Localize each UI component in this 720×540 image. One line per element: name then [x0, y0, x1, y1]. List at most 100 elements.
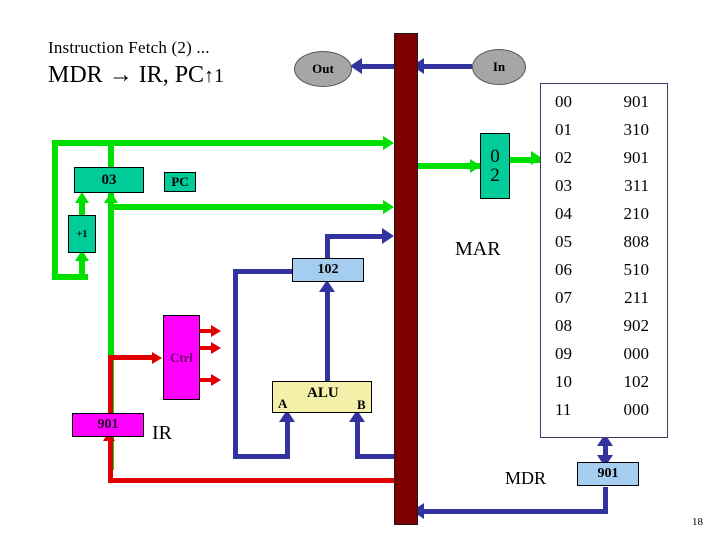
- instruction-register-value[interactable]: 901: [72, 413, 144, 437]
- red-wire-ctrl-out-3: [200, 378, 214, 382]
- memory-row[interactable]: 06 510: [541, 256, 667, 284]
- memory-address-cell: 05: [555, 232, 572, 251]
- input-port[interactable]: In: [472, 49, 526, 85]
- memory-address-cell: 07: [555, 288, 572, 307]
- up-arrow-increment-icon: ↑1: [204, 65, 225, 87]
- memory-row[interactable]: 10 102: [541, 368, 667, 396]
- accumulator-register[interactable]: 102: [292, 258, 364, 282]
- memory-address-cell: 04: [555, 204, 572, 223]
- right-arrow-icon: →: [108, 62, 133, 88]
- blue-wire-acc-to-bus: [325, 234, 390, 239]
- instruction-register-label: IR: [152, 422, 172, 444]
- memory-address-cell: 06: [555, 260, 572, 279]
- memory-address-cell: 08: [555, 316, 572, 335]
- blue-wire-mdr-down: [603, 487, 608, 514]
- program-counter-label: PC: [164, 172, 196, 192]
- memory-row[interactable]: 08 902: [541, 312, 667, 340]
- control-unit[interactable]: Ctrl: [163, 315, 200, 400]
- red-arrow-ctrl-out-3: [211, 374, 221, 386]
- green-arrow-into-pc-left: [75, 192, 89, 203]
- program-counter-value[interactable]: 03: [74, 167, 144, 193]
- mdr-register-value[interactable]: 901: [577, 462, 639, 486]
- blue-arrow-acc-into-bus: [382, 228, 394, 244]
- green-wire-bus-to-mar: [418, 163, 480, 169]
- memory-row[interactable]: 01 310: [541, 116, 667, 144]
- mar-digit-high: 0: [490, 146, 500, 167]
- red-arrow-ctrl-out-1: [211, 325, 221, 337]
- blue-arrow-into-accumulator: [319, 280, 335, 292]
- blue-wire-to-alu-a-rail: [233, 454, 290, 459]
- page-number: 18: [692, 516, 703, 528]
- mar-register[interactable]: 0 2: [480, 133, 510, 199]
- blue-arrow-into-out: [350, 58, 362, 74]
- alu-unit[interactable]: A ALU B: [272, 381, 372, 413]
- memory-row[interactable]: 09 000: [541, 340, 667, 368]
- memory-address-cell: 00: [555, 92, 572, 111]
- alu-label: ALU: [307, 385, 339, 401]
- memory-value-cell: 510: [623, 260, 650, 279]
- green-wire-loop-return: [52, 274, 88, 280]
- green-wire-left-loop: [52, 140, 58, 280]
- blue-wire-acc-left-out: [233, 269, 295, 274]
- title-mdr-text: MDR: [48, 62, 109, 88]
- memory-address-cell: 09: [555, 344, 572, 363]
- memory-address-cell: 11: [555, 400, 572, 419]
- blue-wire-mdr-to-bus: [418, 509, 606, 514]
- mar-label: MAR: [455, 238, 501, 260]
- incrementer-unit[interactable]: +1: [68, 215, 96, 253]
- blue-wire-alu-a-up: [285, 420, 290, 459]
- green-wire-increment-to-pc: [79, 200, 85, 216]
- blue-wire-in-to-bus: [418, 64, 472, 69]
- memory-row[interactable]: 02 901: [541, 144, 667, 172]
- red-wire-ctrl-out-1: [200, 329, 214, 333]
- red-wire-bus-to-ir-rail: [108, 478, 396, 483]
- blue-wire-acc-down-left: [233, 269, 238, 459]
- memory-value-cell: 808: [623, 232, 650, 251]
- memory-value-cell: 000: [623, 344, 650, 363]
- green-arrow-into-increment: [75, 250, 89, 261]
- mar-digit-low: 2: [490, 165, 500, 186]
- title-ir-pc-text: IR, PC: [132, 62, 205, 88]
- memory-value-cell: 310: [623, 120, 650, 139]
- blue-wire-bus-to-out: [358, 64, 394, 69]
- green-arrow-into-pc-center: [104, 192, 118, 203]
- slide-subtitle: Instruction Fetch (2) ...: [48, 38, 210, 57]
- system-bus: [394, 33, 418, 525]
- green-arrow-into-memory: [531, 151, 542, 165]
- blue-arrow-into-alu-b: [349, 410, 365, 422]
- red-wire-ir-up: [108, 440, 113, 483]
- green-arrow-to-bus-top: [383, 136, 394, 150]
- memory-value-cell: 000: [623, 400, 650, 419]
- blue-wire-acc-up: [325, 234, 330, 264]
- memory-address-cell: 01: [555, 120, 572, 139]
- memory-value-cell: 311: [624, 176, 649, 195]
- output-port[interactable]: Out: [294, 51, 352, 87]
- slide-title: MDR → IR, PC↑1: [48, 62, 224, 89]
- memory-value-cell: 102: [623, 372, 650, 391]
- blue-wire-alu-to-acc: [325, 288, 330, 383]
- alu-input-b-label: B: [357, 397, 366, 412]
- memory-address-cell: 02: [555, 148, 572, 167]
- memory-address-cell: 10: [555, 372, 572, 391]
- red-wire-ir-to-ctrl-vertical: [108, 355, 113, 413]
- memory-address-cell: 03: [555, 176, 572, 195]
- memory-row[interactable]: 11 000: [541, 396, 667, 424]
- red-arrow-ctrl-out-2: [211, 342, 221, 354]
- blue-wire-bus-to-alu-b-rail: [355, 454, 418, 459]
- alu-input-a-label: A: [278, 396, 288, 411]
- red-arrow-into-ctrl: [152, 352, 162, 364]
- green-arrow-into-mar: [470, 159, 481, 173]
- green-wire-to-increment: [79, 258, 85, 280]
- memory-row[interactable]: 03 311: [541, 172, 667, 200]
- memory-row[interactable]: 05 808: [541, 228, 667, 256]
- memory-value-cell: 902: [623, 316, 650, 335]
- memory-value-cell: 901: [623, 148, 650, 167]
- green-wire-top-rail: [52, 140, 390, 146]
- mdr-label: MDR: [505, 468, 547, 488]
